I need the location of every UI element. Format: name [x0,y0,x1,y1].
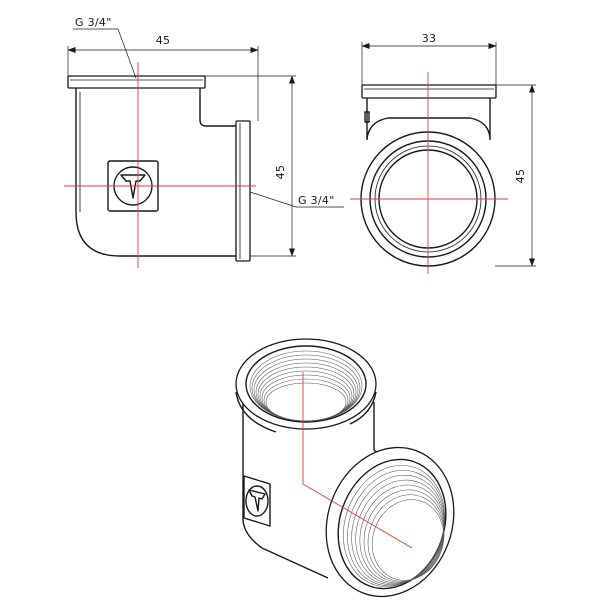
iso-logo-badge [243,475,271,527]
front-elbow-body [75,88,236,257]
iso-front-port-threads [343,465,445,587]
side-top-flange [361,84,497,99]
side-view: 33 45 [350,32,536,274]
iso-front-port-rim [325,446,455,598]
iso-horizontal-centerline [302,483,413,549]
front-height-dimension: 45 [274,165,287,180]
side-width-dimension: 33 [422,32,437,45]
iso-top-port-rim [235,338,377,430]
isometric-view [235,338,455,598]
thread-side-label: G 3/4" [298,194,335,207]
front-side-flange [235,120,251,262]
side-height-dimension: 45 [514,169,527,184]
thread-top-leader [117,28,137,79]
thread-top-label: G 3/4" [75,16,112,29]
front-width-dimension: 45 [156,34,171,47]
front-view: 45 45 G 3/4" G 3/4" [64,16,344,268]
thread-side-leader [249,191,297,208]
side-body [366,98,491,141]
front-top-flange [67,75,206,89]
iso-top-port-threads [249,350,363,422]
